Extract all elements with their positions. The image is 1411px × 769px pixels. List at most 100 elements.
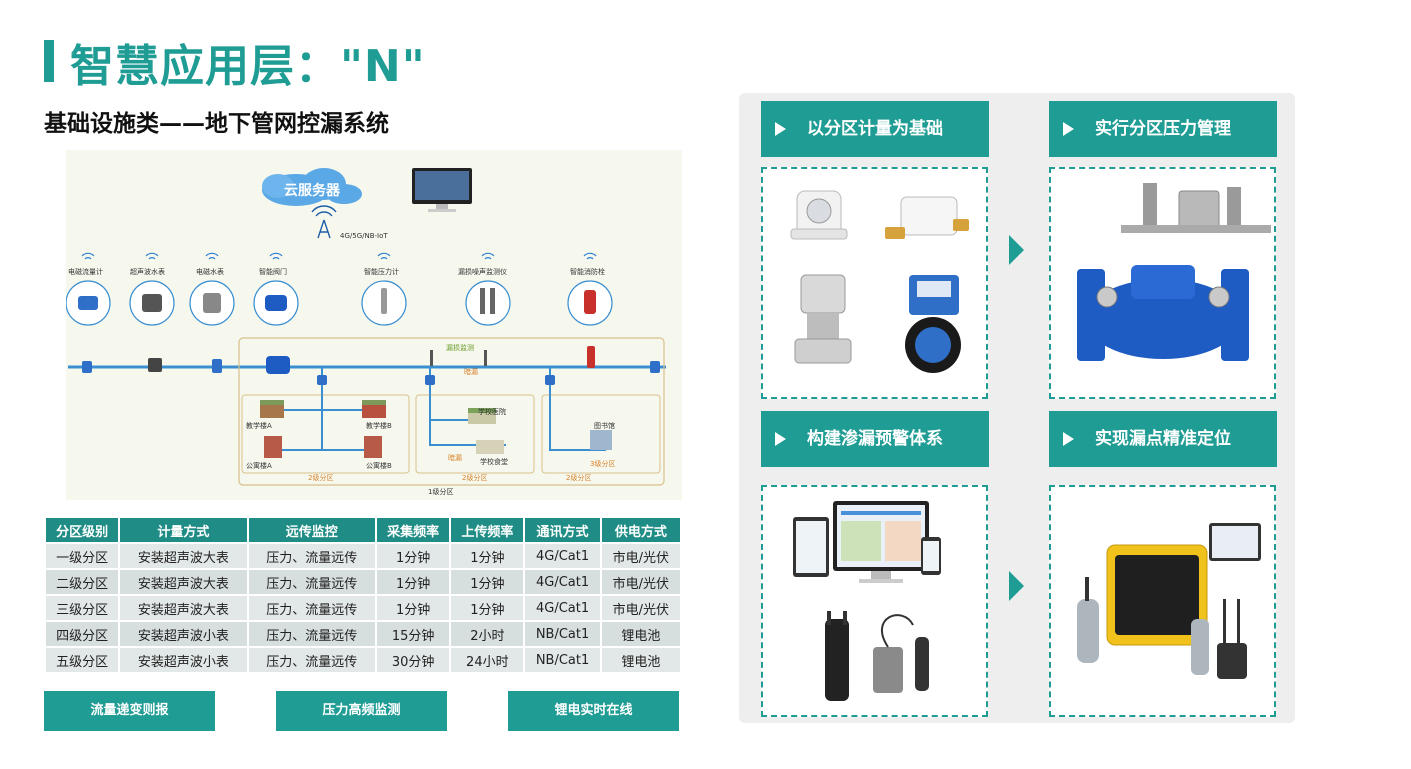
table-row: 四级分区 安装超声波小表 压力、流量远传 15分钟 2小时 NB/Cat1 锂电… bbox=[46, 622, 680, 646]
table-cell: 安装超声波大表 bbox=[120, 596, 247, 620]
table-header-cell: 计量方式 bbox=[120, 518, 247, 542]
monitor-icon bbox=[412, 168, 472, 212]
leak-label: 暗漏 bbox=[464, 367, 478, 376]
partition-spec-table: 分区级别 计量方式 远传监控 采集频率 上传频率 通讯方式 供电方式 一级分区 … bbox=[44, 516, 682, 674]
table-cell: 市电/光伏 bbox=[601, 596, 680, 620]
table-cell: 30分钟 bbox=[377, 648, 450, 672]
table-cell: 4G/Cat1 bbox=[525, 570, 600, 594]
table-row: 一级分区 安装超声波大表 压力、流量远传 1分钟 1分钟 4G/Cat1 市电/… bbox=[46, 544, 680, 568]
building-label: 学校食堂 bbox=[480, 457, 508, 466]
pressure-control-valve-icon bbox=[1077, 183, 1271, 361]
table-header-cell: 采集频率 bbox=[377, 518, 450, 542]
table-cell: 4G/Cat1 bbox=[525, 544, 600, 568]
arrow-right-icon bbox=[1009, 571, 1024, 601]
section-header-warning: 构建渗漏预警体系 bbox=[761, 411, 989, 467]
section-header-metering: 以分区计量为基础 bbox=[761, 101, 989, 157]
water-meter-icon bbox=[790, 190, 848, 240]
table-header-cell: 分区级别 bbox=[46, 518, 119, 542]
building-label: 教学楼B bbox=[366, 421, 392, 430]
play-icon bbox=[775, 432, 786, 446]
device-label: 智能消防栓 bbox=[570, 267, 605, 276]
table-cell: 安装超声波大表 bbox=[120, 544, 247, 568]
leak-monitor-label: 漏损监测 bbox=[446, 343, 474, 352]
table-row: 二级分区 安装超声波大表 压力、流量远传 1分钟 1分钟 4G/Cat1 市电/… bbox=[46, 570, 680, 594]
smart-water-meter-icon bbox=[885, 196, 969, 239]
monitoring-screens-icon bbox=[793, 501, 941, 583]
table-cell: 锂电池 bbox=[601, 622, 680, 646]
ultrasonic-flowmeter-icon bbox=[905, 275, 961, 373]
table-cell: 压力、流量远传 bbox=[248, 570, 375, 594]
table-cell: 1分钟 bbox=[377, 544, 450, 568]
table-cell: 2小时 bbox=[451, 622, 524, 646]
device-label: 智能阀门 bbox=[259, 267, 287, 276]
table-cell: 四级分区 bbox=[46, 622, 119, 646]
zone-label: 3级分区 bbox=[590, 459, 615, 468]
page-subtitle: 基础设施类——地下管网控漏系统 bbox=[44, 111, 389, 137]
section-title: 构建渗漏预警体系 bbox=[807, 429, 943, 449]
play-icon bbox=[1063, 122, 1074, 136]
table-cell: NB/Cat1 bbox=[525, 648, 600, 672]
warning-system-box bbox=[761, 485, 988, 717]
building-label: 公寓楼B bbox=[366, 461, 392, 470]
table-cell: 一级分区 bbox=[46, 544, 119, 568]
table-cell: 1分钟 bbox=[377, 570, 450, 594]
pipe-network-diagram: 云服务器 4G/5G/NB-IoT 电磁流量计 超声波水表 电磁水表 智能阀门 … bbox=[66, 150, 682, 500]
pressure-monitor-button[interactable]: 压力高频监测 bbox=[276, 691, 447, 731]
zone-label: 2级分区 bbox=[308, 473, 333, 482]
cloud-icon bbox=[262, 168, 362, 206]
table-header-cell: 远传监控 bbox=[248, 518, 375, 542]
table-cell: 1分钟 bbox=[451, 596, 524, 620]
table-cell: 三级分区 bbox=[46, 596, 119, 620]
building-label: 图书馆 bbox=[594, 421, 615, 430]
metering-devices-box bbox=[761, 167, 988, 399]
table-cell: 安装超声波大表 bbox=[120, 570, 247, 594]
noise-monitor-device-icon bbox=[465, 280, 511, 326]
building-icon bbox=[260, 400, 612, 458]
wifi-icon bbox=[81, 252, 597, 260]
leak-locate-box bbox=[1049, 485, 1276, 717]
table-cell: 市电/光伏 bbox=[601, 570, 680, 594]
section-title: 以分区计量为基础 bbox=[807, 119, 943, 139]
play-icon bbox=[775, 122, 786, 136]
table-cell: 4G/Cat1 bbox=[525, 596, 600, 620]
building-label: 公寓楼A bbox=[246, 461, 272, 470]
table-row: 五级分区 安装超声波小表 压力、流量远传 30分钟 24小时 NB/Cat1 锂… bbox=[46, 648, 680, 672]
play-icon bbox=[1063, 432, 1074, 446]
network-label: 4G/5G/NB-IoT bbox=[340, 232, 388, 240]
table-cell: 二级分区 bbox=[46, 570, 119, 594]
noise-sensor-icon bbox=[825, 611, 929, 701]
leak-label: 暗漏 bbox=[448, 453, 462, 462]
table-cell: 压力、流量远传 bbox=[248, 596, 375, 620]
table-cell: 安装超声波小表 bbox=[120, 648, 247, 672]
table-cell: 压力、流量远传 bbox=[248, 622, 375, 646]
section-header-locate: 实现漏点精准定位 bbox=[1049, 411, 1277, 467]
device-label: 电磁水表 bbox=[196, 267, 224, 276]
device-label: 漏损噪声监测仪 bbox=[458, 267, 507, 276]
section-title: 实行分区压力管理 bbox=[1095, 119, 1231, 139]
arrow-right-icon bbox=[1009, 235, 1024, 265]
solution-panel: 以分区计量为基础 bbox=[739, 93, 1295, 723]
electromagnetic-flowmeter-icon bbox=[794, 274, 852, 364]
table-header-row: 分区级别 计量方式 远传监控 采集频率 上传频率 通讯方式 供电方式 bbox=[46, 518, 680, 542]
table-cell: 1分钟 bbox=[377, 596, 450, 620]
zone-label: 1级分区 bbox=[428, 487, 453, 496]
table-cell: 1分钟 bbox=[451, 544, 524, 568]
table-cell: NB/Cat1 bbox=[525, 622, 600, 646]
table-cell: 压力、流量远传 bbox=[248, 544, 375, 568]
table-row: 三级分区 安装超声波大表 压力、流量远传 1分钟 1分钟 4G/Cat1 市电/… bbox=[46, 596, 680, 620]
table-cell: 市电/光伏 bbox=[601, 544, 680, 568]
table-cell: 15分钟 bbox=[377, 622, 450, 646]
section-header-pressure: 实行分区压力管理 bbox=[1049, 101, 1277, 157]
building-label: 教学楼A bbox=[246, 421, 272, 430]
section-title: 实现漏点精准定位 bbox=[1095, 429, 1231, 449]
device-label: 超声波水表 bbox=[130, 267, 165, 276]
flow-alarm-button[interactable]: 流量递变则报 bbox=[44, 691, 215, 731]
cloud-label: 云服务器 bbox=[284, 182, 341, 199]
table-cell: 五级分区 bbox=[46, 648, 119, 672]
title-accent-bar bbox=[44, 40, 54, 82]
device-label: 电磁流量计 bbox=[68, 267, 103, 276]
table-header-cell: 供电方式 bbox=[601, 518, 680, 542]
table-cell: 24小时 bbox=[451, 648, 524, 672]
battery-online-button[interactable]: 锂电实时在线 bbox=[508, 691, 679, 731]
table-header-cell: 上传频率 bbox=[451, 518, 524, 542]
